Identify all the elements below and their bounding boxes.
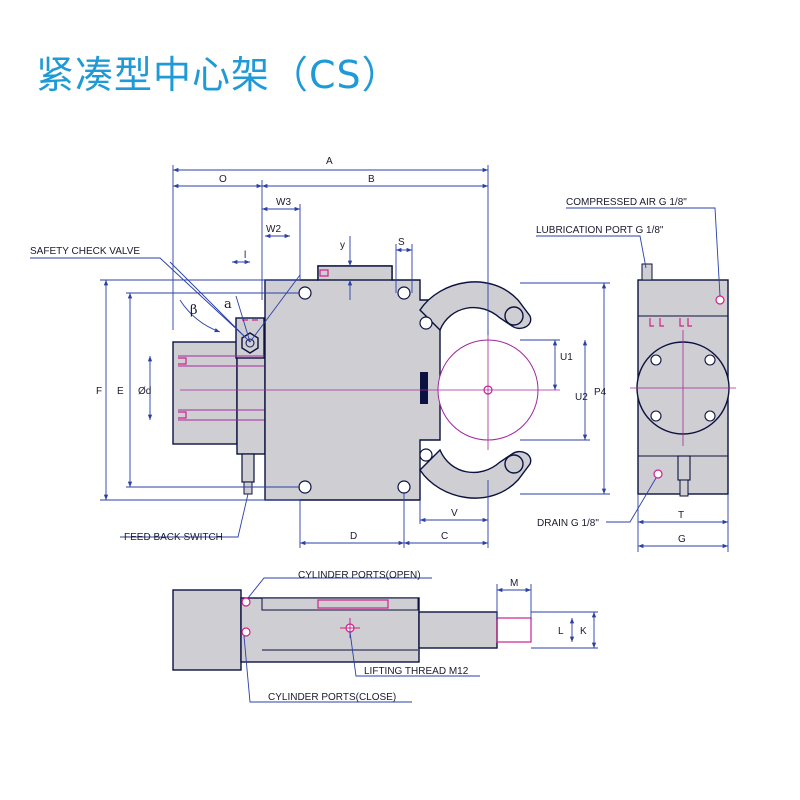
dim-w3-label: W3 [276, 197, 291, 208]
dim-f-label: F [96, 386, 102, 397]
safety-check-valve-label: SAFETY CHECK VALVE [30, 246, 140, 257]
bolt-hole-icon [298, 286, 433, 494]
dim-b-label: B [368, 174, 375, 185]
bottom-jaw [418, 611, 498, 649]
cylinder-ports-close-label: CYLINDER PORTS(CLOSE) [268, 692, 396, 703]
dim-v-label: V [451, 508, 458, 519]
bottom-view [172, 589, 532, 671]
upper-jaw-arm [419, 281, 532, 332]
dim-o-label: O [219, 174, 227, 185]
dim-w2-label: W2 [266, 224, 281, 235]
dim-d-label: D [350, 531, 357, 542]
compressed-air-label: COMPRESSED AIR G 1/8" [566, 197, 687, 208]
dim-od-label: Ød [138, 386, 151, 397]
dim-c-label: C [441, 531, 448, 542]
feed-back-switch-body [241, 453, 255, 483]
dim-t-label: T [678, 510, 684, 521]
lower-jaw-arm [419, 448, 532, 499]
dim-y-label: y [340, 240, 345, 251]
dim-u1-label: U1 [560, 352, 573, 363]
main-body [264, 265, 441, 501]
front-view [172, 265, 560, 501]
dim-m-label: M [510, 578, 518, 589]
bottom-cylinder [172, 589, 242, 671]
lubrication-port-label: LUBRICATION PORT G 1/8" [536, 225, 664, 236]
drain-label: DRAIN G 1/8" [537, 518, 599, 529]
lifting-thread-label: LIFTING THREAD M12 [364, 666, 469, 677]
dim-u2-label: U2 [575, 392, 588, 403]
cylinder-housing [172, 341, 238, 445]
dim-p4-label: P4 [594, 387, 607, 398]
page-title: 紧凑型中心架（CS） [36, 53, 401, 97]
dim-l-label: l [244, 250, 246, 261]
dim-l-bottom-label: L [558, 626, 564, 637]
side-view [630, 263, 736, 497]
cylinder-neck [236, 341, 266, 455]
cylinder-ports-open-label: CYLINDER PORTS(OPEN) [298, 570, 421, 581]
dim-g-label: G [678, 534, 686, 545]
dim-k-label: K [580, 626, 587, 637]
lifting-lug [317, 265, 393, 281]
angle-beta-label: β [190, 303, 198, 318]
angle-alpha-label: a [224, 297, 232, 312]
dim-s-label: S [398, 237, 405, 248]
dim-e-label: E [117, 386, 124, 397]
feed-back-switch-label: FEED BACK SWITCH [124, 532, 223, 543]
dim-a-label: A [326, 156, 333, 167]
